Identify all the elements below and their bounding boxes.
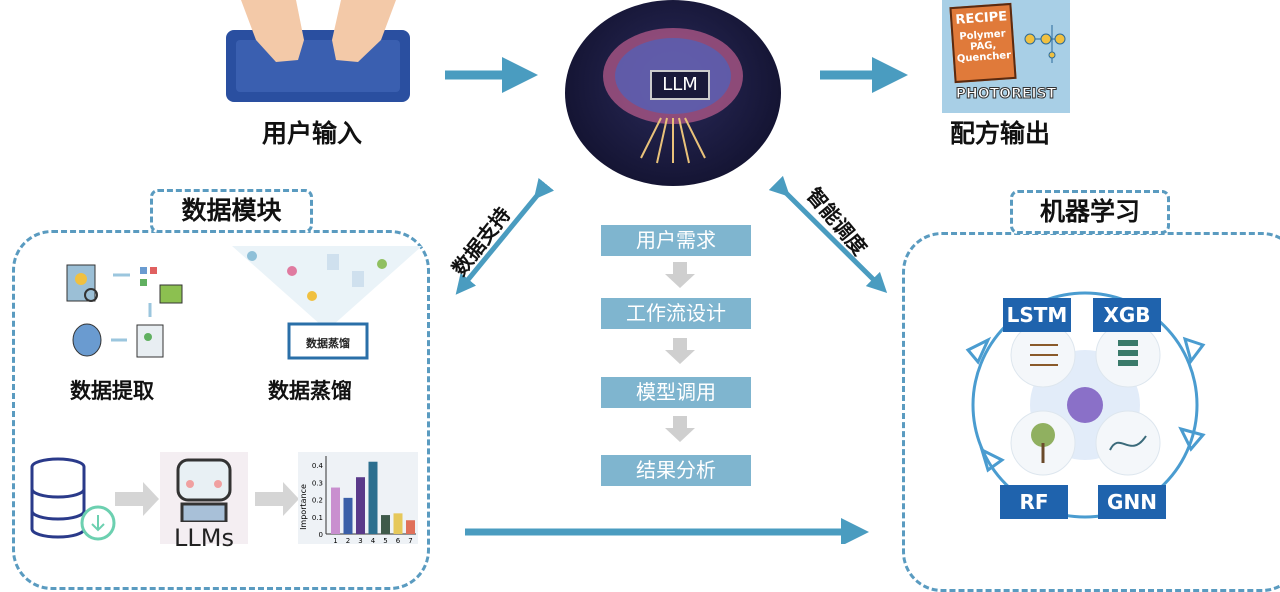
- y-tick-label: 0.3: [312, 479, 323, 487]
- ml-cycle-diagram: [965, 291, 1206, 519]
- importance-bar: [343, 497, 353, 534]
- x-tick-label: 4: [371, 537, 376, 544]
- workflow-step-design: 工作流设计: [601, 298, 751, 329]
- llms-robot: LLMs: [160, 452, 248, 550]
- database-download-icon: [30, 457, 116, 541]
- connector-arrows: [115, 57, 908, 544]
- y-tick-label: 0.1: [312, 514, 323, 522]
- x-tick-label: 1: [333, 537, 337, 544]
- llms-label: LLMs: [174, 524, 234, 552]
- llm-brain: LLM: [565, 0, 781, 186]
- importance-bar: [356, 477, 365, 534]
- ml-module-title: 机器学习: [1010, 190, 1170, 234]
- data-extraction-label: 数据提取: [70, 379, 154, 403]
- importance-bar: [368, 461, 378, 534]
- x-tick-label: 5: [383, 537, 387, 544]
- arrow-smart-dispatch: [768, 175, 888, 294]
- data-distillation-label: 数据蒸馏: [268, 379, 352, 403]
- x-tick-label: 2: [346, 537, 350, 544]
- user-input-label: 用户输入: [262, 119, 363, 148]
- workflow-step-model-call: 模型调用: [601, 377, 751, 408]
- model-tag-rf: RF: [1000, 485, 1068, 519]
- data-distillation-icon: 数据蒸馏: [232, 246, 422, 360]
- distill-screen-text: 数据蒸馏: [306, 336, 350, 350]
- importance-bar: [393, 513, 403, 534]
- model-tag-gnn: GNN: [1098, 485, 1166, 519]
- x-tick-label: 7: [408, 537, 412, 544]
- workflow-step-analysis: 结果分析: [601, 455, 751, 486]
- robot-icon: [176, 458, 232, 524]
- model-tag-xgb: XGB: [1093, 298, 1161, 332]
- x-tick-label: 3: [358, 537, 362, 544]
- workflow-down-arrows: [665, 262, 695, 442]
- importance-bar: [381, 515, 390, 534]
- y-tick-label: 0: [319, 531, 323, 539]
- y-tick-label: 0.2: [312, 497, 323, 505]
- recipe-footer: PHOTOREIST: [955, 86, 1057, 103]
- arrow-data-support: [455, 177, 555, 295]
- data-extraction-icon: [66, 264, 183, 358]
- llm-label: LLM: [650, 70, 710, 100]
- pipeline-gray-arrows: [115, 482, 299, 516]
- keyboard-hands-icon: [226, 0, 410, 102]
- recipe-output-label: 配方输出: [950, 119, 1051, 148]
- model-tag-lstm: LSTM: [1003, 298, 1071, 332]
- recipe-title: RECIPE: [954, 9, 1008, 28]
- x-tick-label: 6: [396, 537, 401, 544]
- data-module-title: 数据模块: [150, 189, 313, 233]
- importance-bar: [331, 487, 340, 534]
- importance-bar: [406, 520, 415, 534]
- molecule-icon: [1024, 25, 1066, 63]
- y-tick-label: 0.4: [312, 462, 324, 470]
- importance-ylabel: Importance: [299, 484, 308, 530]
- recipe-image: RECIPE Polymer PAG, Quencher PHOTOREIST: [942, 0, 1070, 113]
- workflow-step-requirement: 用户需求: [601, 225, 751, 256]
